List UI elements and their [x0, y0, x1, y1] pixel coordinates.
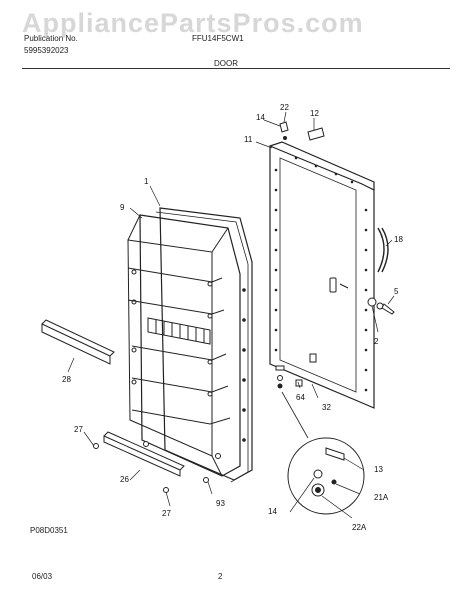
plate-part-12 [307, 127, 325, 141]
callout-11: 11 [244, 135, 253, 144]
callout-21A: 21A [374, 493, 389, 502]
callout-28: 28 [62, 375, 71, 384]
hinge-detail-circle [287, 437, 365, 515]
callout-64: 64 [296, 393, 305, 402]
header-divider [22, 68, 450, 69]
screws [93, 441, 221, 493]
inner-door-liner [127, 207, 253, 483]
callout-2: 2 [374, 337, 379, 346]
figure-code: P08D0351 [30, 526, 68, 535]
callout-13: 13 [374, 465, 383, 474]
callout-27-bottom: 27 [162, 509, 171, 518]
callout-12: 12 [310, 109, 319, 118]
hinge-bushing-parts [275, 353, 317, 389]
callout-26: 26 [120, 475, 129, 484]
callout-14-top: 14 [256, 113, 265, 122]
page-number: 2 [218, 572, 223, 581]
callout-22A: 22A [352, 523, 367, 532]
door-panel-screw-holes [274, 156, 368, 392]
callout-18: 18 [394, 235, 403, 244]
lock-assembly-part-5 [329, 277, 395, 315]
callout-14-bottom: 14 [268, 507, 277, 516]
part-number: 5995392023 [24, 46, 69, 55]
callout-93: 93 [216, 499, 225, 508]
hinge-cap-part-22 [279, 121, 289, 140]
door-handle-part-18 [377, 227, 389, 273]
callout-22-top: 22 [280, 103, 289, 112]
watermark-logo: AppliancePartsPros.com [22, 8, 364, 38]
callout-1: 1 [144, 177, 149, 186]
outer-door-panel [269, 141, 375, 409]
footer-date: 06/03 [32, 572, 53, 581]
callout-32: 32 [322, 403, 331, 412]
bottom-rail-part-26 [103, 431, 185, 477]
callout-9: 9 [120, 203, 125, 212]
publication-label: Publication No. [24, 34, 78, 43]
callout-leaders [67, 111, 395, 519]
callout-27-left: 27 [74, 425, 83, 434]
callout-5: 5 [394, 287, 399, 296]
shelf-rail-part-28 [41, 319, 115, 365]
model-number: FFU14F5CW1 [192, 34, 244, 43]
section-title: DOOR [214, 59, 238, 68]
